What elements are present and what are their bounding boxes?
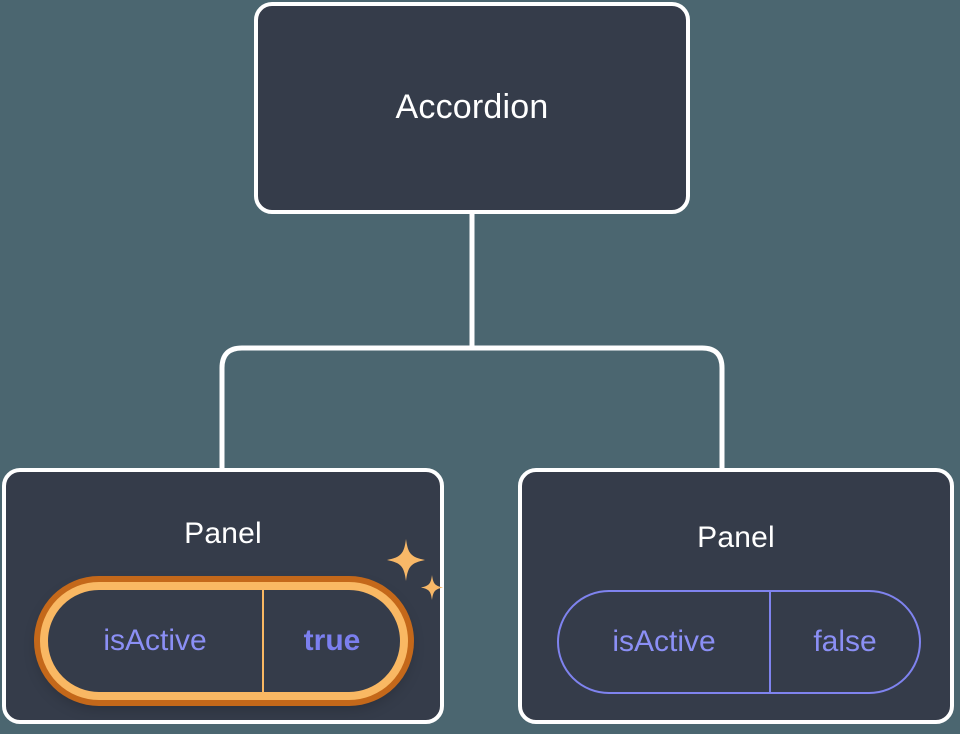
node-panel-active-label: Panel xyxy=(184,517,262,550)
node-accordion-label: Accordion xyxy=(395,88,549,126)
prop-key-inactive: isActive xyxy=(559,592,771,692)
prop-key-active: isActive xyxy=(48,590,264,692)
prop-value-active: true xyxy=(303,624,361,657)
node-accordion[interactable]: Accordion xyxy=(254,2,690,214)
prop-pill-inactive[interactable]: isActive false xyxy=(557,590,921,694)
prop-pill-active[interactable]: isActive true xyxy=(40,582,408,700)
node-panel-inactive-label: Panel xyxy=(697,521,775,554)
prop-value-inactive: false xyxy=(813,625,877,658)
